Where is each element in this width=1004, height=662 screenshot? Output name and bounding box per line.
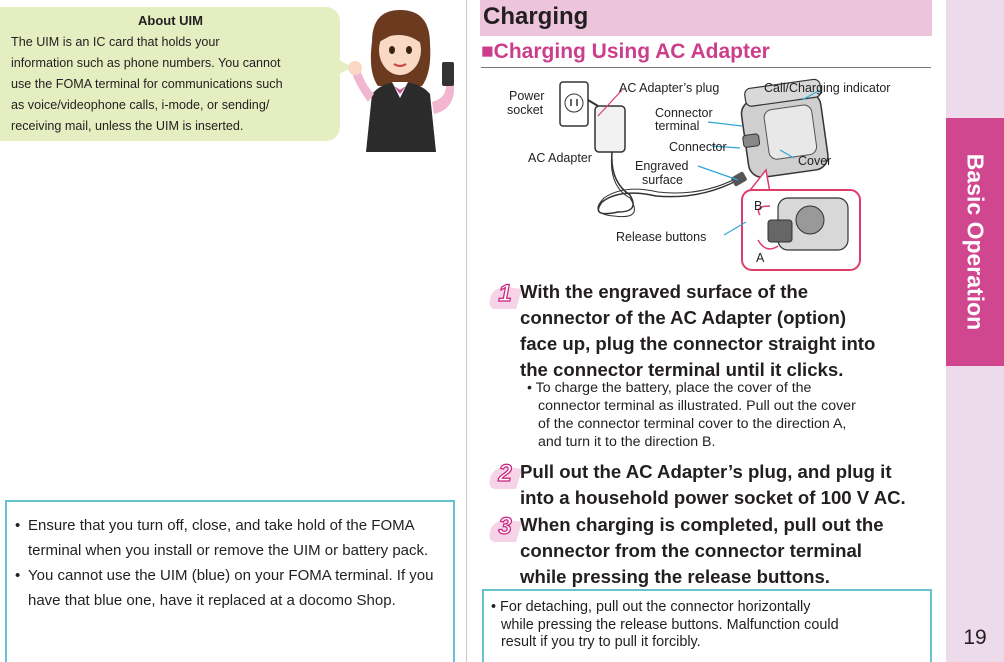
phone-illustration: [740, 78, 829, 179]
note-item: Ensure that you turn off, close, and tak…: [15, 513, 449, 563]
step-number-badge: 1: [486, 279, 524, 317]
step-badge-icon: [489, 520, 522, 542]
label-connector: Connector: [669, 140, 727, 154]
ac-adapter: [594, 105, 626, 153]
chapter-tab: [946, 118, 1004, 366]
label-call-indicator: Call/Charging indicator: [764, 81, 890, 95]
label-arrow-b: B: [754, 199, 762, 213]
label-engraved-surface: Engraved: [635, 159, 689, 173]
label-arrow-a: A: [756, 251, 765, 265]
power-socket: [559, 81, 589, 127]
about-uim-box: About UIM The UIM is an IC card that hol…: [0, 7, 340, 141]
label-power-socket-2: socket: [507, 103, 544, 117]
step-sub-note: • To charge the battery, place the cover…: [527, 380, 856, 450]
uim-cautions-note: Ensure that you turn off, close, and tak…: [5, 500, 455, 662]
step-number-badge: 2: [486, 459, 524, 497]
label-engraved-surface-2: surface: [642, 173, 683, 187]
connector: [731, 171, 747, 187]
shop-staff-illustration: [348, 10, 454, 152]
page-title-bar: Charging: [480, 0, 932, 36]
step-badge-icon: [489, 287, 522, 309]
step-number-badge: 3: [486, 512, 524, 550]
chapter-tab-label: Basic Operation: [962, 153, 989, 331]
about-uim-title: About UIM: [138, 13, 203, 28]
step-badge-icon: [489, 467, 522, 489]
label-power-socket: Power: [509, 89, 544, 103]
about-uim-text: The UIM is an IC card that holds your in…: [11, 35, 283, 133]
column-divider: [466, 0, 467, 662]
step-instruction: With the engraved surface of the connect…: [520, 281, 876, 380]
label-connector-terminal: Connector: [655, 106, 713, 120]
step-instruction: Pull out the AC Adapter’s plug, and plug…: [520, 461, 906, 508]
speech-bubble-tail: [330, 55, 352, 79]
section-rule: [481, 67, 931, 68]
page-number: 19: [963, 626, 987, 649]
step-instruction: When charging is completed, pull out the…: [520, 514, 884, 587]
label-ac-plug: AC Adapter’s plug: [619, 81, 719, 95]
label-connector-terminal-2: terminal: [655, 119, 699, 133]
note-item: You cannot use the UIM (blue) on your FO…: [15, 563, 449, 613]
label-release-buttons: Release buttons: [616, 230, 706, 244]
label-ac-adapter: AC Adapter: [528, 151, 592, 165]
label-cover: Cover: [798, 154, 831, 168]
detaching-caution-note: • For detaching, pull out the connector …: [482, 589, 932, 662]
page-title: Charging: [483, 3, 589, 30]
section-title: ■Charging Using AC Adapter: [481, 40, 770, 63]
charging-diagram: Power socket AC Adapter’s plug Call/Char…: [507, 78, 890, 271]
